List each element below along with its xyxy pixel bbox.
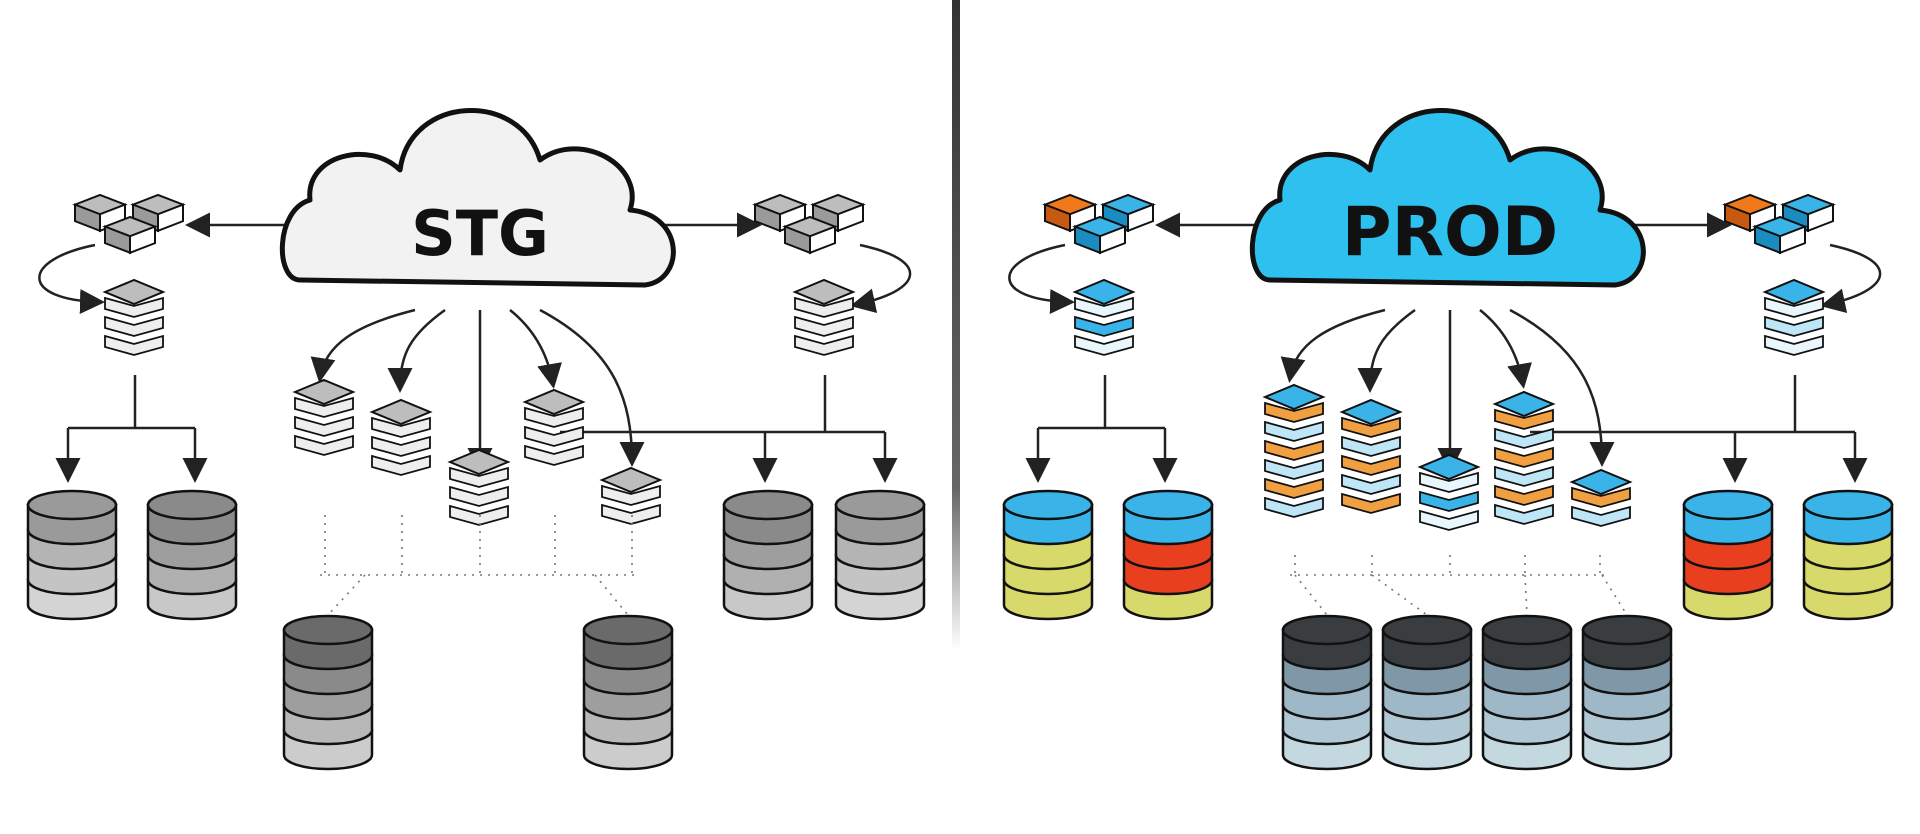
connector-arrow <box>1357 308 1416 393</box>
database-icon <box>1802 489 1894 621</box>
database-icon <box>722 489 814 621</box>
dotted-connector <box>327 574 366 616</box>
server-stack-icon <box>1492 390 1556 525</box>
stg-panel: STG <box>26 107 926 771</box>
database-icon <box>1581 614 1673 771</box>
dotted-connector <box>1371 574 1428 616</box>
panel-divider <box>952 0 960 650</box>
dotted-connector <box>1524 574 1528 616</box>
server-stack-icon <box>292 378 356 456</box>
connector-arrow <box>539 308 645 467</box>
server-stack-icon <box>369 398 433 476</box>
connector-arrow <box>38 243 105 314</box>
database-icon <box>1122 489 1214 621</box>
dotted-connector <box>1294 574 1328 616</box>
server-stack-icon <box>1262 383 1326 518</box>
server-stack-icon <box>599 466 663 525</box>
database-icon <box>582 614 674 771</box>
connector-arrow <box>387 308 446 393</box>
server-stack-icon <box>1569 468 1633 527</box>
connector-arrow <box>1509 308 1615 467</box>
connector-arrow <box>509 309 562 389</box>
server-cluster-icon <box>752 193 866 255</box>
connector-arrow <box>850 243 912 314</box>
server-cluster-icon <box>1722 193 1836 255</box>
database-icon <box>282 614 374 771</box>
cloud-icon: STG <box>279 107 676 288</box>
server-stack-icon <box>447 448 511 526</box>
cloud-icon: PROD <box>1249 107 1646 288</box>
connector-arrow <box>1479 309 1532 389</box>
database-icon <box>1002 489 1094 621</box>
server-stack-icon <box>1762 278 1826 356</box>
connector-arrow <box>1280 308 1386 383</box>
database-icon <box>1481 614 1573 771</box>
cloud-label: PROD <box>1342 193 1558 272</box>
dotted-connector <box>594 574 629 616</box>
server-stack-icon <box>1072 278 1136 356</box>
server-stack-icon <box>792 278 856 356</box>
server-stack-icon <box>1339 398 1403 514</box>
connector-arrow <box>1008 243 1075 314</box>
cloud-label: STG <box>411 197 549 270</box>
server-stack-icon <box>102 278 166 356</box>
database-icon <box>1682 489 1774 621</box>
database-icon <box>1281 614 1373 771</box>
dotted-connector <box>1601 574 1628 616</box>
connector-arrow <box>1820 243 1882 314</box>
server-cluster-icon <box>72 193 186 255</box>
database-icon <box>1381 614 1473 771</box>
database-icon <box>26 489 118 621</box>
server-stack-icon <box>1417 453 1481 531</box>
database-icon <box>146 489 238 621</box>
server-stack-icon <box>522 388 586 466</box>
server-cluster-icon <box>1042 193 1156 255</box>
connector-arrow <box>310 308 416 383</box>
prod-panel: PROD <box>1002 107 1894 771</box>
database-icon <box>834 489 926 621</box>
